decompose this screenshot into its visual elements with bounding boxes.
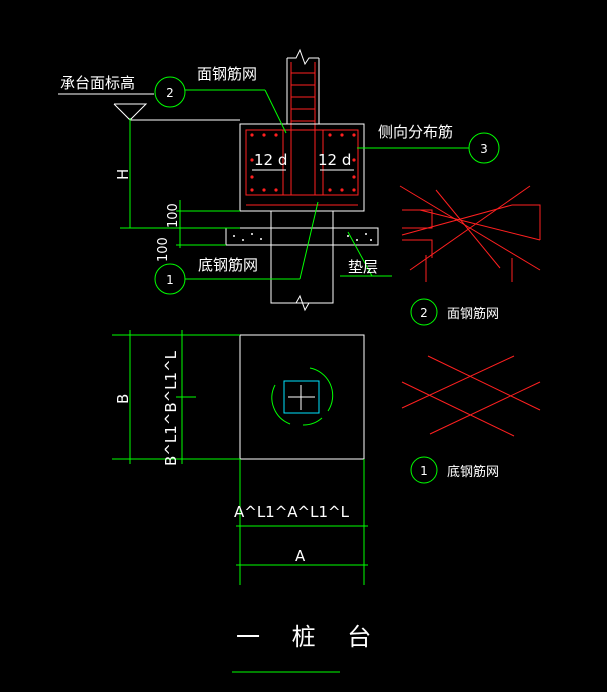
svg-text:2: 2 [420, 306, 428, 320]
dimension-b-label: B [114, 394, 132, 404]
bottom-mesh-label: 底钢筋网 [198, 256, 258, 274]
dimension-h: H 100 100 [114, 118, 240, 262]
column-section [286, 48, 320, 195]
dimension-a: A^L1^A^L1^L A [234, 459, 368, 585]
pile-cap-section: 12 d 12 d [239, 123, 365, 212]
plan-view [239, 334, 365, 460]
title-text: 一 桩 台 [236, 623, 383, 651]
legend-bottom-mesh: 1 底钢筋网 [410, 456, 499, 484]
dimension-a-label: A [295, 547, 306, 565]
drawing-title: 一 桩 台 [232, 623, 383, 673]
top-mesh-label: 面钢筋网 [197, 65, 257, 83]
cushion-callout: 垫层 [340, 231, 392, 277]
svg-text:底钢筋网: 底钢筋网 [447, 464, 499, 480]
cushion-label: 垫层 [348, 258, 378, 276]
cap-elevation-label: 承台面标高 [60, 74, 135, 92]
dimension-100-upper: 100 [166, 203, 181, 228]
elevation-marker: 承台面标高 [58, 74, 240, 121]
anchor-length-left: 12 d [254, 151, 287, 169]
callout-1: 1 底钢筋网 [154, 201, 319, 295]
svg-text:面钢筋网: 面钢筋网 [447, 306, 499, 322]
anchor-length-right: 12 d [318, 151, 351, 169]
rebar-dots [250, 133, 356, 192]
pile-section [246, 204, 358, 312]
bottom-mesh-sketch [401, 355, 541, 437]
svg-text:1: 1 [166, 273, 174, 287]
dimension-h-label: H [114, 169, 132, 180]
dimension-a-expression: A^L1^A^L1^L [234, 503, 350, 521]
callout-3: 3 侧向分布筋 [357, 123, 500, 164]
legend-top-mesh: 2 面钢筋网 [410, 298, 499, 326]
svg-text:1: 1 [420, 464, 428, 478]
callout-2: 2 面钢筋网 [154, 65, 287, 134]
dimension-100-lower: 100 [156, 237, 171, 262]
svg-text:3: 3 [480, 142, 488, 156]
top-mesh-sketch [399, 185, 541, 282]
svg-text:2: 2 [166, 86, 174, 100]
cushion-layer [225, 227, 379, 246]
dimension-b: B B^L1^B^L1^L [112, 330, 240, 466]
dimension-b-expression: B^L1^B^L1^L [162, 350, 180, 466]
side-bars-label: 侧向分布筋 [378, 123, 453, 141]
